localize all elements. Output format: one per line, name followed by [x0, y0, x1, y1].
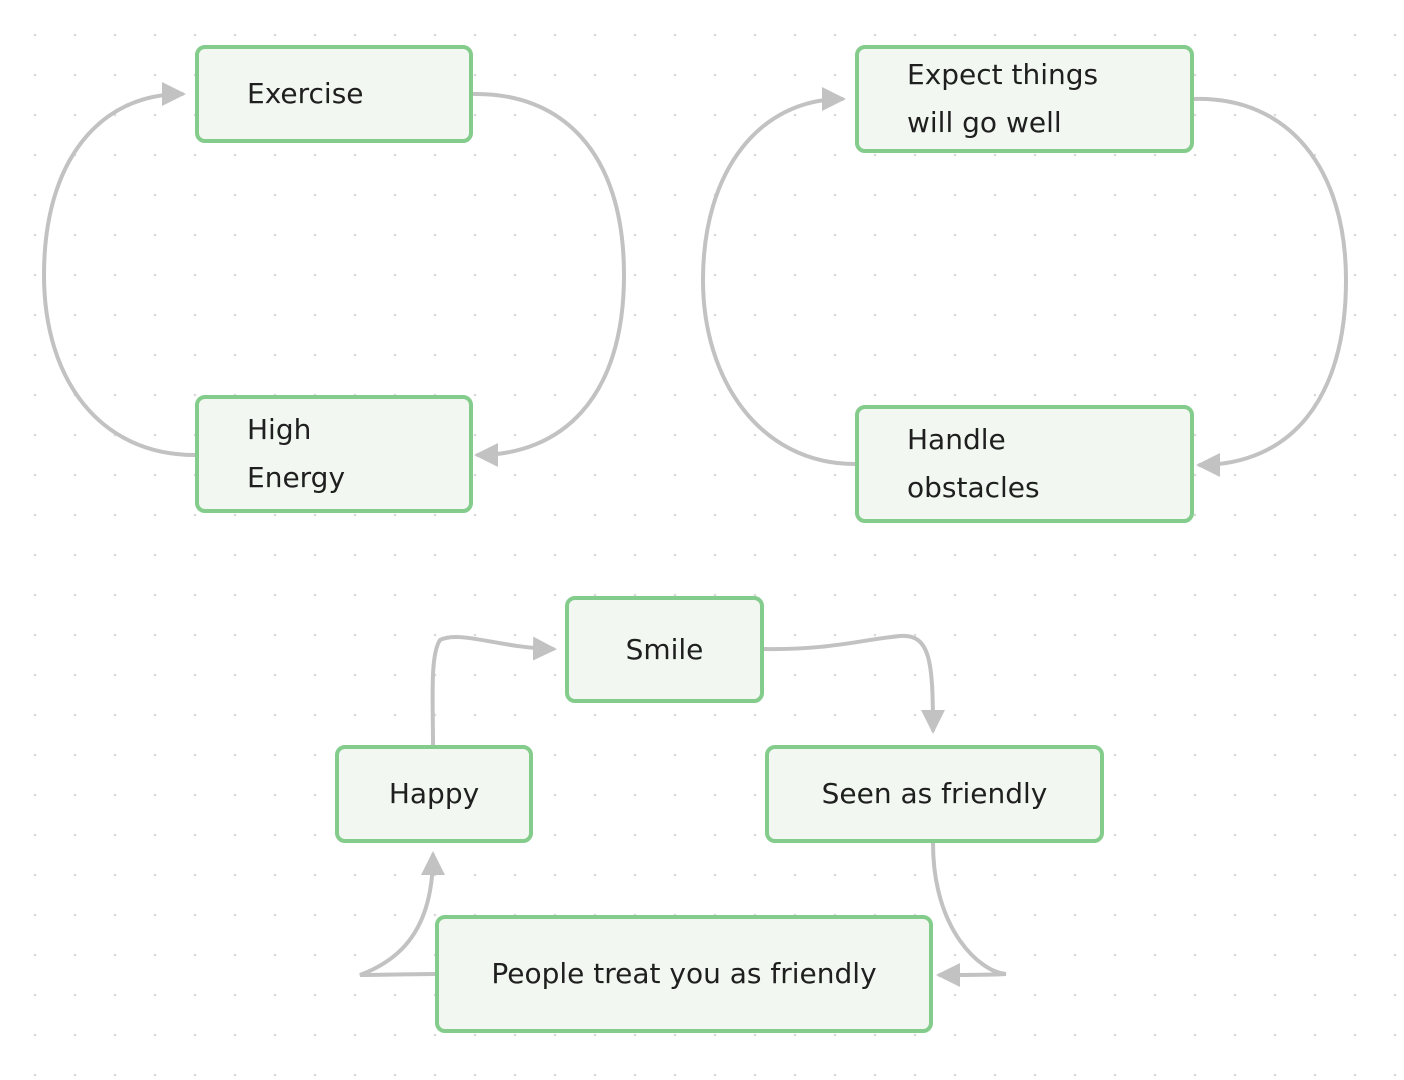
node-label: Seen as friendly — [821, 777, 1048, 810]
node-label-line-2: Energy — [247, 461, 346, 494]
node-label-line-2: obstacles — [907, 471, 1040, 504]
node-label: Smile — [625, 632, 704, 666]
edge-people-to-happy — [359, 851, 445, 977]
node-label: People treat you as friendly — [491, 957, 877, 990]
edge-handle-to-expect — [700, 87, 857, 466]
node-label-line-1: Handle — [907, 423, 1006, 456]
node-people-treat-you-as-friendly[interactable]: People treat you as friendly — [435, 915, 933, 1033]
node-label-line-1: High — [247, 413, 312, 446]
node-high-energy[interactable]: High Energy — [195, 395, 473, 513]
edge-exercise-to-high-energy — [470, 91, 627, 467]
node-exercise[interactable]: Exercise — [195, 45, 473, 143]
node-handle-obstacles[interactable]: Handle obstacles — [855, 405, 1194, 523]
node-label-line-1: Expect things — [907, 58, 1099, 91]
node-label-line-2: will go well — [907, 106, 1062, 139]
node-seen-as-friendly[interactable]: Seen as friendly — [765, 745, 1104, 843]
node-expect-things-will-go-well[interactable]: Expect things will go well — [855, 45, 1194, 153]
edge-expect-to-handle — [1191, 96, 1349, 477]
node-label: Exercise — [247, 77, 364, 110]
edge-high-energy-to-exercise — [41, 82, 197, 457]
node-label: Happy — [388, 777, 480, 810]
node-happy[interactable]: Happy — [335, 745, 533, 843]
edge-smile-to-seen — [761, 633, 945, 734]
node-smile[interactable]: Smile — [565, 596, 764, 703]
edge-happy-to-smile — [430, 635, 557, 747]
edge-seen-to-people — [931, 841, 1007, 987]
